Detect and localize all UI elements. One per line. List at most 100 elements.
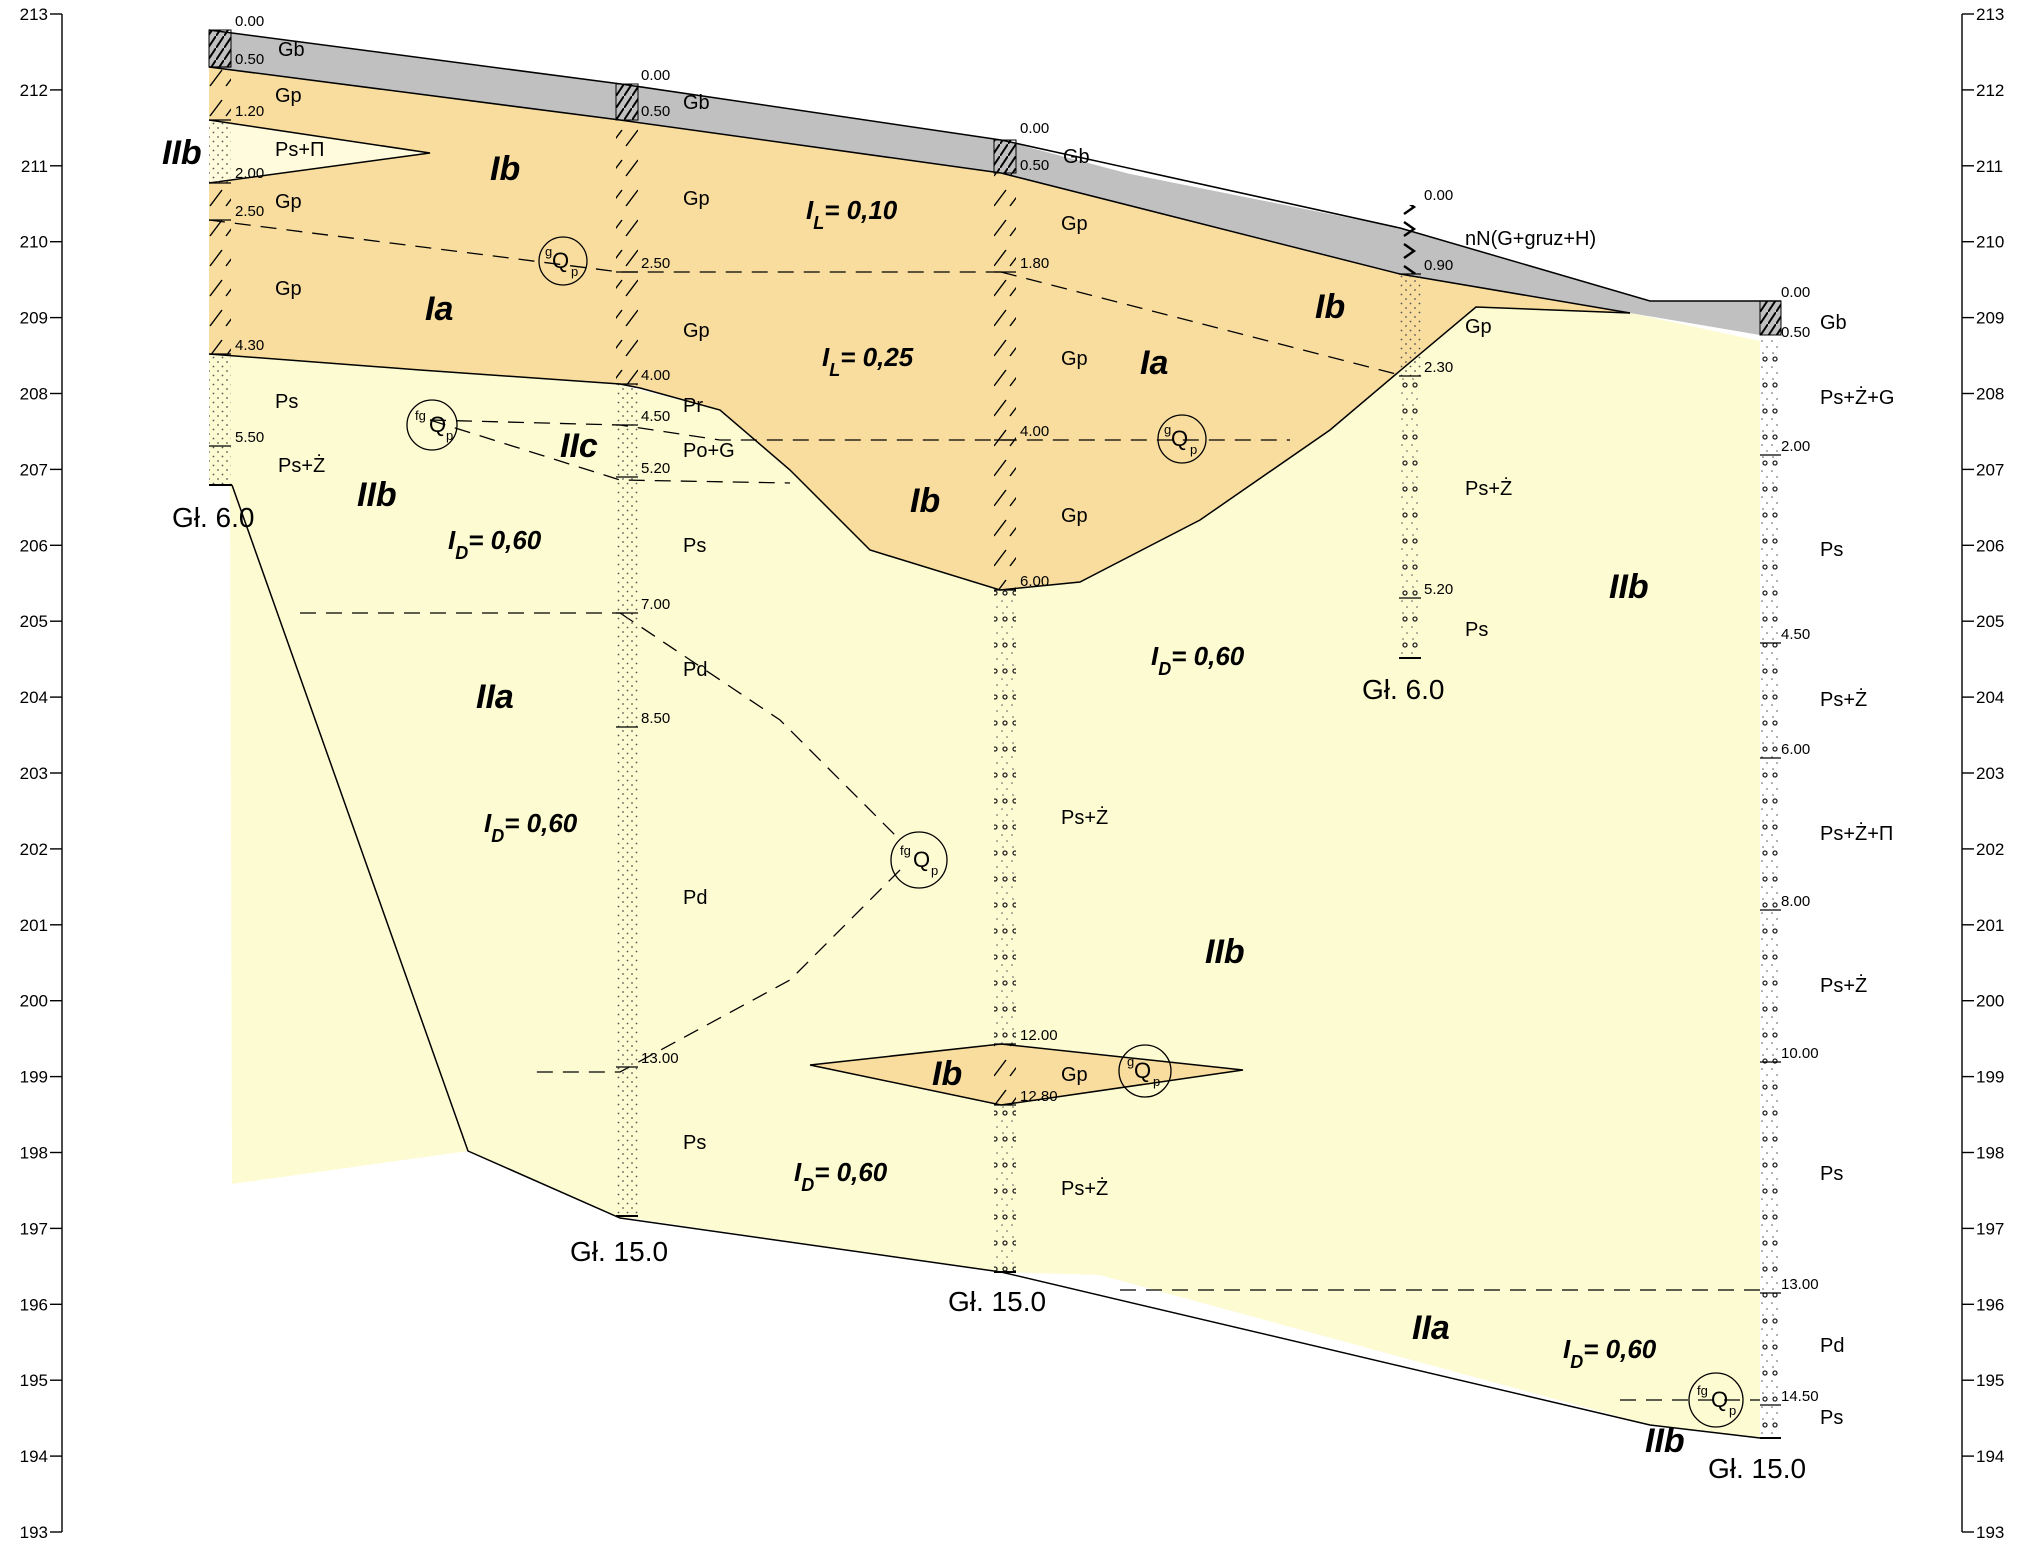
axis-tick-label: 198 [1976, 1144, 2004, 1163]
soil-layers [209, 30, 1781, 1438]
geotechnical-layer-labels: IIb Ib Ia IIb IIc IIa Ib Ia Ib IIb IIb I… [162, 134, 1685, 1460]
svg-text:fg: fg [1697, 1383, 1708, 1398]
depth-label: 0.00 [1424, 187, 1453, 204]
axis-tick-label: 209 [1976, 309, 2004, 328]
soil-label: Ps [1820, 1407, 1843, 1429]
axis-tick-label: 207 [20, 460, 48, 479]
layer-label: Ib [1315, 288, 1345, 326]
final-depth-labels: Gł. 6.0 Gł. 15.0 Gł. 15.0 Gł. 6.0 Gł. 15… [172, 502, 1806, 1484]
depth-label: 13.00 [1781, 1276, 1819, 1293]
layer-label: IIb [1609, 568, 1649, 606]
borehole-5 [1759, 300, 1782, 1439]
layer-label: IIc [560, 427, 598, 465]
elevation-axis-right: 2132122112102092082072062052042032022012… [1961, 5, 2004, 1542]
soil-label: Ps [1820, 539, 1843, 561]
layer-label: Ib [910, 482, 940, 520]
id-parameter-label: ID= 0,60 [448, 525, 542, 563]
layer-label: IIb [162, 134, 202, 172]
depth-label: 12.80 [1020, 1088, 1058, 1105]
sand-layer-polygon [209, 307, 1760, 1438]
axis-tick-label: 194 [20, 1447, 48, 1466]
axis-tick-label: 208 [1976, 385, 2004, 404]
borehole-4 [1399, 205, 1421, 659]
depth-label: 0.50 [1020, 157, 1049, 174]
axis-tick-label: 205 [1976, 612, 2004, 631]
soil-label: Ps+Ż [1061, 806, 1108, 829]
final-depth-label: Gł. 15.0 [1708, 1453, 1806, 1484]
depth-label: 0.50 [641, 103, 670, 120]
axis-tick-label: 193 [1976, 1523, 2004, 1539]
soil-label: Gp [275, 85, 302, 107]
axis-tick-label: 210 [20, 233, 48, 252]
axis-tick-label: 201 [1976, 916, 2004, 935]
axis-tick-label: 211 [21, 157, 48, 176]
stratigraphy-symbol-fluvioglacial: fg Q p [1688, 1372, 1744, 1428]
layer-label: IIa [1412, 1309, 1450, 1347]
soil-label: Gb [683, 92, 710, 114]
soil-label: Po+G [683, 440, 735, 462]
il-parameter-label: IL= 0,10 [806, 195, 898, 233]
made-ground-polygon [209, 30, 1781, 335]
axis-tick-label: 201 [20, 916, 48, 935]
axis-tick-label: 202 [1976, 840, 2004, 859]
axis-tick-label: 203 [20, 764, 48, 783]
axis-tick-label: 204 [1976, 688, 2004, 707]
svg-text:p: p [1729, 1403, 1736, 1418]
elevation-axis-left: 2132122112102092082072062052042032022012… [20, 5, 63, 1542]
axis-tick-label: 193 [20, 1523, 48, 1539]
final-depth-label: Gł. 6.0 [172, 502, 254, 533]
svg-text:Q: Q [552, 248, 569, 273]
depth-label: 4.50 [641, 408, 670, 425]
soil-label: Ps [683, 1132, 706, 1154]
depth-label: 2.00 [235, 165, 264, 182]
axis-tick-label: 206 [1976, 536, 2004, 555]
layer-label: IIb [1205, 933, 1245, 971]
depth-label: 0.00 [641, 67, 670, 84]
axis-tick-label: 208 [20, 385, 48, 404]
borehole-2 [615, 83, 639, 1217]
axis-tick-label: 204 [20, 688, 48, 707]
depth-label: 5.20 [641, 460, 670, 477]
depth-label: 5.20 [1424, 581, 1453, 598]
depth-label: 2.30 [1424, 359, 1453, 376]
axis-tick-label: 210 [1976, 233, 2004, 252]
depth-label: 0.90 [1424, 257, 1453, 274]
soil-label: Gp [1061, 348, 1088, 370]
layer-label: Ia [425, 290, 453, 328]
soil-label: Gb [1063, 146, 1090, 168]
depth-label: 5.50 [235, 429, 264, 446]
svg-text:fg: fg [415, 408, 426, 423]
soil-type-labels: Gb Gp Ps+Π Gp Gp Ps Ps+Ż Gb Gp Gp Pr Po+… [275, 39, 1894, 1429]
depth-label: 0.00 [235, 13, 264, 30]
soil-label: Ps+Ż+Π [1820, 822, 1893, 845]
stratigraphy-symbol-glacial: g Q p [1118, 1044, 1172, 1098]
soil-label: Pd [683, 887, 707, 909]
depth-label: 2.50 [235, 203, 264, 220]
svg-text:Q: Q [913, 847, 930, 872]
svg-text:g: g [1164, 422, 1171, 437]
id-parameter-label: ID= 0,60 [1151, 641, 1245, 679]
depth-label: 6.00 [1020, 573, 1049, 590]
soil-label: Gb [1820, 312, 1847, 334]
soil-label: Ps+Ż [1820, 974, 1867, 997]
depth-label: 2.00 [1781, 438, 1810, 455]
svg-text:Q: Q [429, 412, 446, 437]
svg-text:p: p [1153, 1074, 1160, 1089]
axis-tick-label: 200 [20, 992, 48, 1011]
axis-tick-label: 203 [1976, 764, 2004, 783]
depth-label: 4.50 [1781, 626, 1810, 643]
soil-label: Ps+Ż [278, 454, 325, 477]
soil-label: Ps [1465, 619, 1488, 641]
soil-label: Pd [683, 659, 707, 681]
axis-tick-label: 195 [1976, 1371, 2004, 1390]
layer-label: IIb [1645, 1422, 1685, 1460]
axis-tick-label: 212 [20, 81, 48, 100]
soil-label: Ps+Ż [1465, 477, 1512, 500]
layer-label: IIa [476, 678, 514, 716]
stratigraphy-symbol-fluvioglacial: fg Q p [406, 399, 458, 451]
soil-label: Gp [1061, 1064, 1088, 1086]
soil-label: Ps [275, 391, 298, 413]
soil-label: Gp [683, 320, 710, 342]
svg-text:Q: Q [1711, 1387, 1728, 1412]
